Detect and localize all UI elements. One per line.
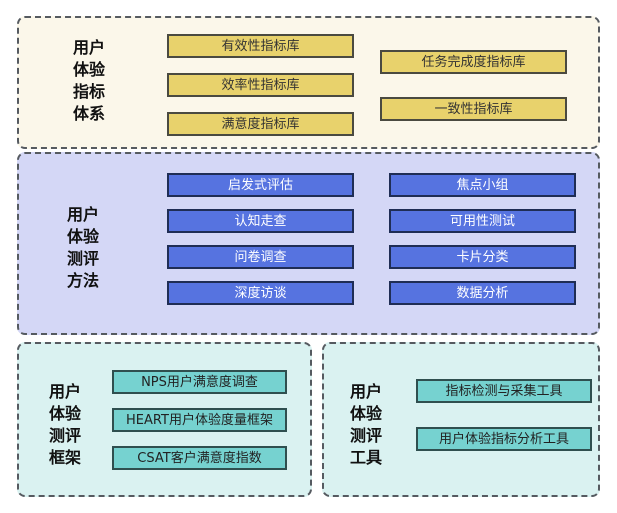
- consistency-indicator-library: 一致性指标库: [380, 97, 567, 121]
- title-line: 体验: [66, 227, 99, 246]
- title-line: 用户: [48, 382, 81, 401]
- title-line: 测评: [349, 426, 382, 445]
- effectiveness-indicator-library: 有效性指标库: [167, 34, 354, 58]
- title-line: 用户: [66, 205, 99, 224]
- title-line: 指标: [72, 82, 105, 101]
- title-line: 测评: [48, 426, 81, 445]
- nps-survey: NPS用户满意度调查: [112, 370, 287, 394]
- cognitive-walkthrough: 认知走查: [167, 209, 354, 233]
- title-line: 用户: [72, 38, 105, 57]
- csat-index: CSAT客户满意度指数: [112, 446, 287, 470]
- evaluation-methods-panel: 用户 体验 测评 方法 启发式评估 认知走查 问卷调查 深度访谈 焦点小组 可用…: [17, 152, 600, 335]
- indicator-analysis-tool: 用户体验指标分析工具: [416, 427, 592, 451]
- indicator-system-title: 用户 体验 指标 体系: [69, 37, 109, 125]
- evaluation-methods-title: 用户 体验 测评 方法: [63, 204, 103, 292]
- indicator-collection-tool: 指标检测与采集工具: [416, 379, 592, 403]
- usability-testing: 可用性测试: [389, 209, 576, 233]
- title-line: 用户: [349, 382, 382, 401]
- heart-framework: HEART用户体验度量框架: [112, 408, 287, 432]
- title-line: 框架: [48, 448, 81, 467]
- focus-group: 焦点小组: [389, 173, 576, 197]
- evaluation-tools-panel: 用户 体验 测评 工具 指标检测与采集工具 用户体验指标分析工具: [322, 342, 600, 497]
- evaluation-tools-title: 用户 体验 测评 工具: [346, 381, 386, 469]
- evaluation-framework-panel: 用户 体验 测评 框架 NPS用户满意度调查 HEART用户体验度量框架 CSA…: [17, 342, 312, 497]
- in-depth-interview: 深度访谈: [167, 281, 354, 305]
- data-analysis: 数据分析: [389, 281, 576, 305]
- efficiency-indicator-library: 效率性指标库: [167, 73, 354, 97]
- evaluation-framework-title: 用户 体验 测评 框架: [45, 381, 85, 469]
- task-completion-indicator-library: 任务完成度指标库: [380, 50, 567, 74]
- title-line: 体验: [72, 60, 105, 79]
- title-line: 体验: [349, 404, 382, 423]
- satisfaction-indicator-library: 满意度指标库: [167, 112, 354, 136]
- indicator-system-panel: 用户 体验 指标 体系 有效性指标库 效率性指标库 满意度指标库 任务完成度指标…: [17, 16, 600, 149]
- title-line: 体系: [72, 104, 105, 123]
- heuristic-evaluation: 启发式评估: [167, 173, 354, 197]
- title-line: 体验: [48, 404, 81, 423]
- title-line: 方法: [66, 271, 99, 290]
- title-line: 工具: [349, 448, 382, 467]
- title-line: 测评: [66, 249, 99, 268]
- questionnaire-survey: 问卷调查: [167, 245, 354, 269]
- card-sorting: 卡片分类: [389, 245, 576, 269]
